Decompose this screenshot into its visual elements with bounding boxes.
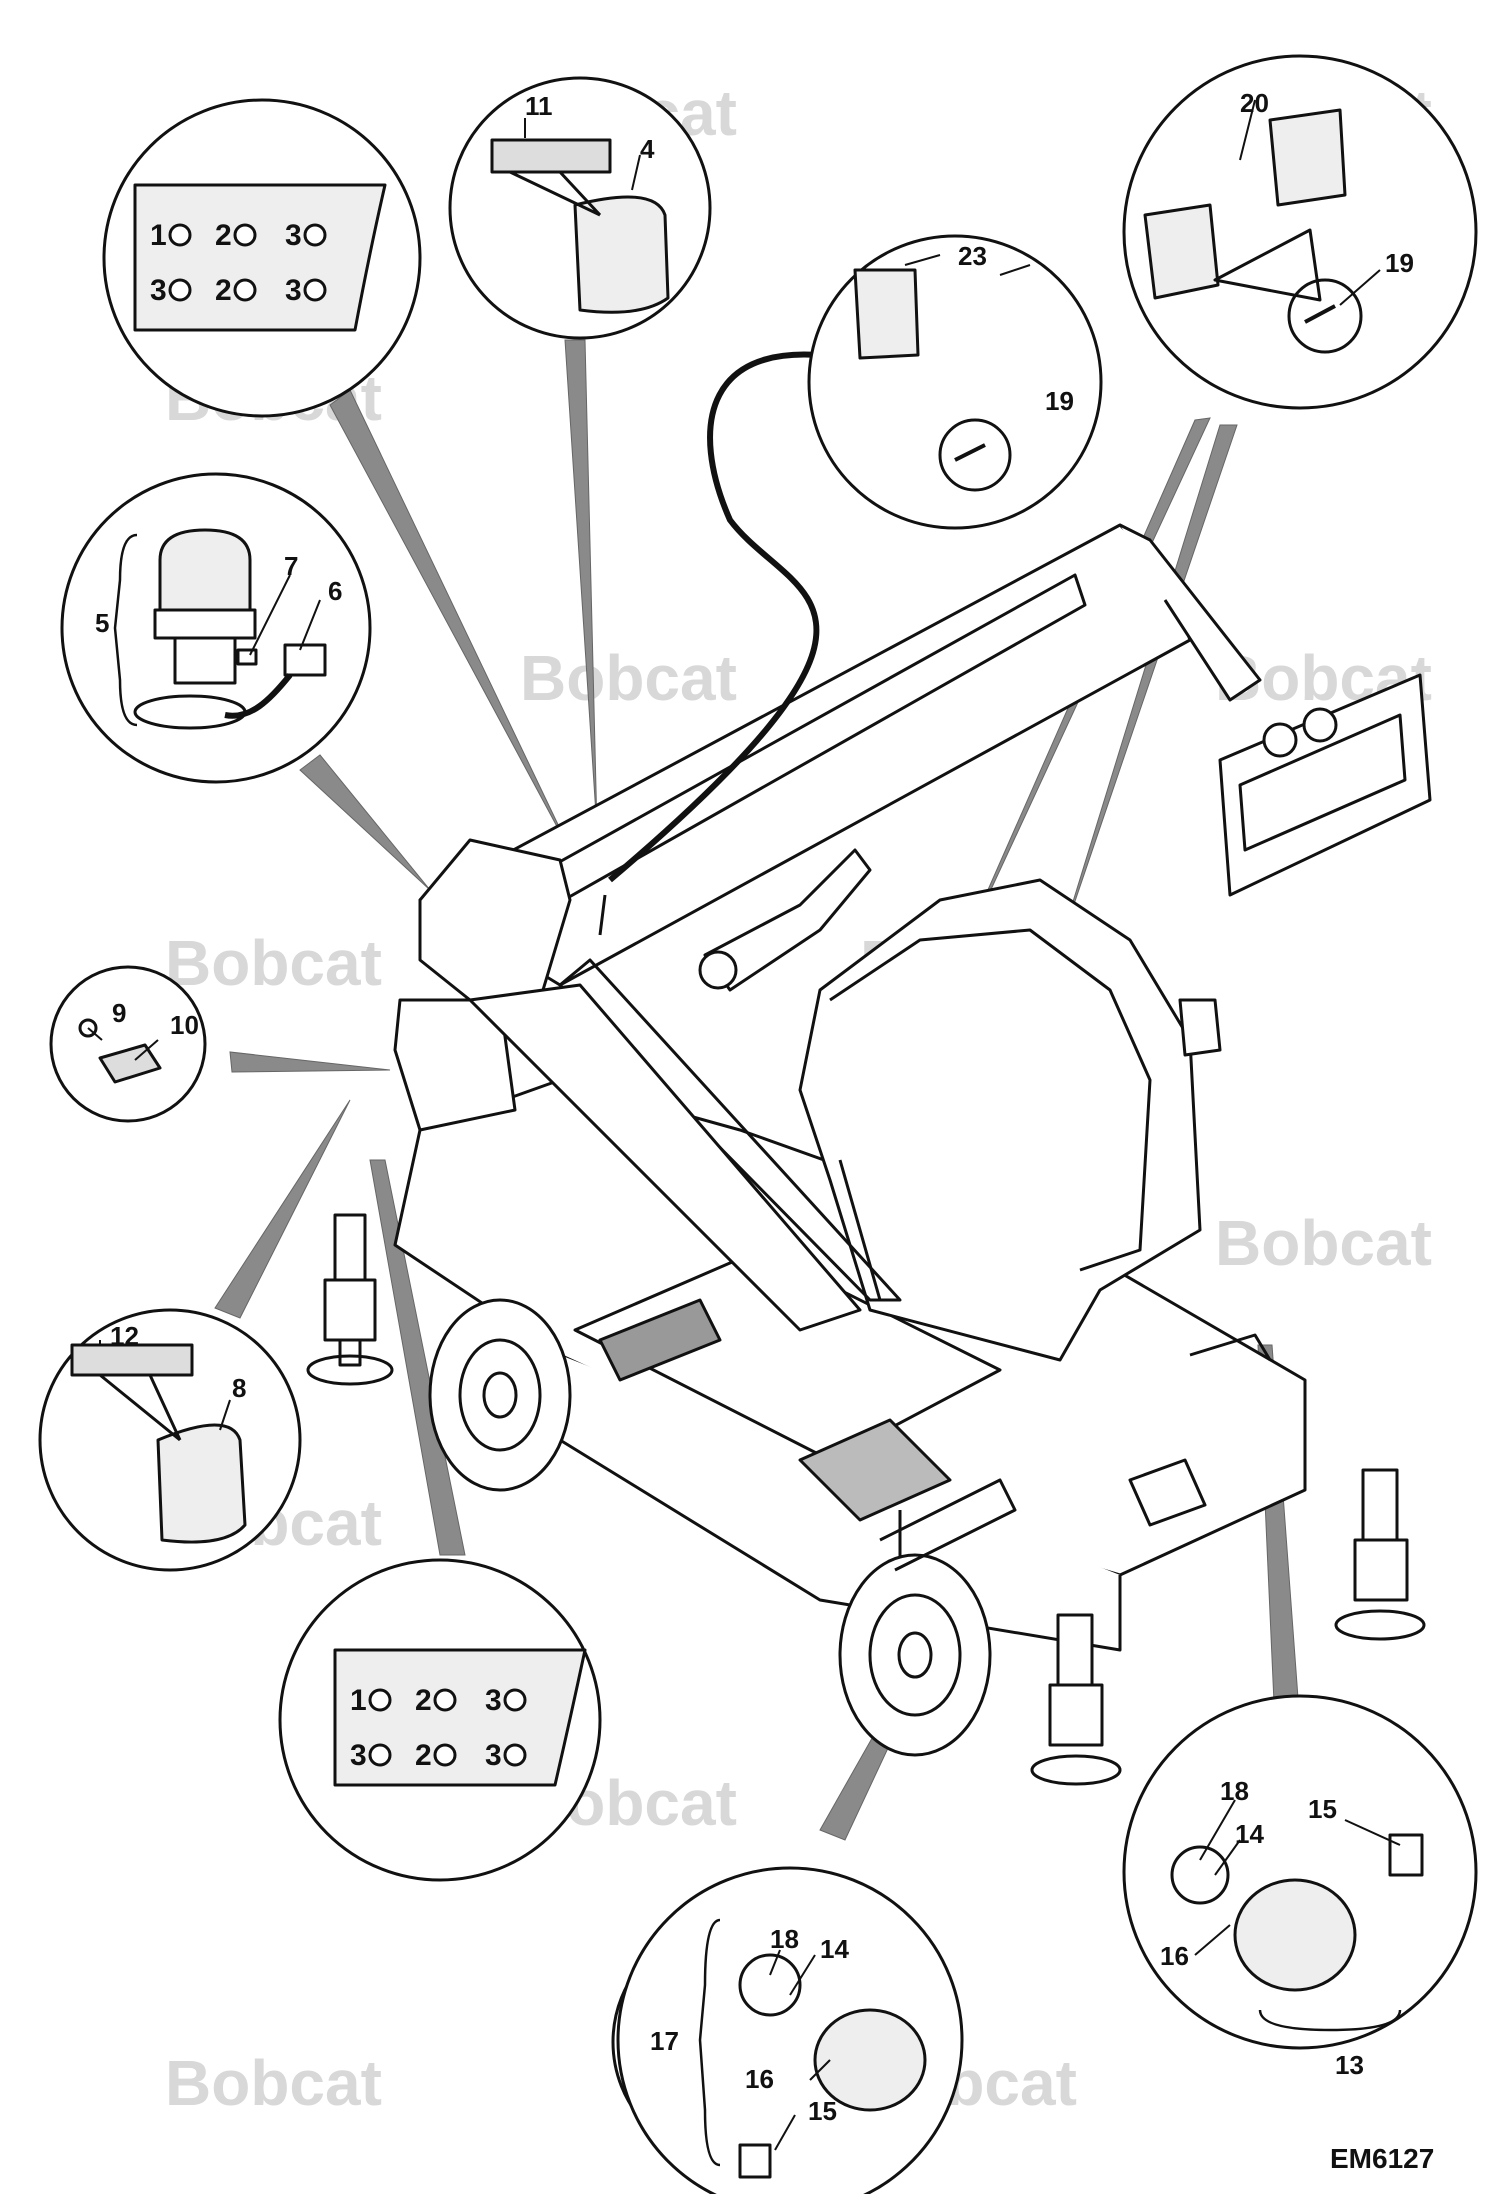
connector-pins-top: 1 2 3 3 2 3 (150, 219, 327, 307)
tail-light-right (1233, 1878, 1357, 1992)
pin-label: 3 (285, 219, 302, 252)
pin-label: 3 (350, 1739, 367, 1772)
handrail (879, 1478, 1017, 1572)
stabilizer-rear-right (1361, 1468, 1399, 1542)
pin-label: 2 (215, 219, 232, 252)
callout-6: 6 (328, 576, 342, 606)
beacon-mount (133, 694, 247, 730)
detail-tail-light-right (1122, 1694, 1478, 2050)
callout-4: 4 (640, 134, 655, 164)
callout-20: 20 (1240, 88, 1269, 118)
bracket-15a (738, 2143, 772, 2179)
callout-9: 9 (112, 998, 126, 1028)
callout-18: 18 (1220, 1776, 1249, 1806)
bulb-14b (1170, 1845, 1230, 1905)
stabilizer-rear-left (1056, 1613, 1094, 1687)
pin-label: 1 (150, 219, 167, 252)
work-light (853, 268, 920, 360)
side-lamp-bottom (156, 1423, 247, 1544)
callout-16: 16 (1160, 1941, 1189, 1971)
callout-16: 16 (745, 2064, 774, 2094)
carriage (1218, 673, 1432, 897)
callout-5: 5 (95, 608, 109, 638)
callout-18: 18 (770, 1924, 799, 1954)
detail-work-lights-pair (1122, 54, 1478, 410)
callout-17: 17 (650, 2026, 679, 2056)
beacon-plug (283, 643, 327, 677)
bulb-19a (938, 418, 1012, 492)
callout-19: 19 (1045, 386, 1074, 416)
connector-pins-bottom: 1 2 3 3 2 3 (350, 1684, 527, 1772)
boom-pivot (418, 838, 572, 1002)
beacon-dome (158, 528, 252, 612)
figure-code: EM6127 (1330, 2143, 1434, 2174)
leader-side-lamp-bottom (214, 1099, 351, 1319)
callout-14: 14 (1235, 1819, 1264, 1849)
brace-13 (1258, 2009, 1402, 2032)
callouts: 4 5 6 7 8 9 10 11 12 13 14 14 15 15 16 1… (95, 88, 1414, 2126)
boom-head (1119, 523, 1262, 702)
tail-light-left (813, 2008, 927, 2112)
hatch (1128, 1458, 1207, 1527)
leader-connector-top (329, 389, 576, 861)
telehandler-machine (306, 351, 1432, 1786)
bracket-15b (1388, 1833, 1424, 1877)
pin-label: 1 (350, 1684, 367, 1717)
watermark-text: Bobcat (165, 927, 382, 999)
leader-side-lamp-top (564, 339, 598, 831)
pin-label: 3 (150, 274, 167, 307)
leader-work-lights-2 (1054, 424, 1238, 961)
connector-block-bottom (333, 1648, 587, 1787)
pin-label: 2 (215, 274, 232, 307)
pin-label: 2 (415, 1684, 432, 1717)
reflector-strip-bottom (70, 1343, 194, 1377)
leader-connector-bottom (369, 1159, 466, 1556)
work-light-a (1143, 203, 1220, 300)
bulb-14a (738, 1953, 802, 2017)
cable (608, 351, 856, 883)
watermark-text: Bobcat (165, 2047, 382, 2119)
reflector-strip-top (490, 138, 612, 174)
vent (598, 1298, 722, 1382)
side-lamp-top (573, 195, 670, 314)
callout-8: 8 (232, 1373, 246, 1403)
callout-23: 23 (958, 241, 987, 271)
watermark-text: Bobcat (1215, 1207, 1432, 1279)
deck-panel (573, 1248, 1002, 1462)
detail-plug (49, 965, 207, 1123)
callout-10: 10 (170, 1010, 199, 1040)
callout-11: 11 (525, 91, 553, 121)
brace-17 (698, 1918, 721, 2167)
plug-connector (98, 1043, 162, 1084)
stabilizer-front-left (333, 1213, 367, 1287)
callout-12: 12 (110, 1321, 139, 1351)
callout-7: 7 (284, 551, 298, 581)
bulb-19b (1287, 278, 1363, 354)
pin-label: 3 (485, 1684, 502, 1717)
callout-leaders (87, 99, 1401, 2151)
beacon-base (153, 608, 257, 640)
callout-19: 19 (1385, 248, 1414, 278)
callout-15: 15 (1308, 1794, 1337, 1824)
work-light-b (1268, 108, 1347, 207)
callout-15: 15 (808, 2096, 837, 2126)
pin-label: 2 (415, 1739, 432, 1772)
lift-cylinder (703, 848, 872, 992)
beacon-bulb (236, 648, 258, 666)
pin-label: 3 (285, 274, 302, 307)
leader-beacon (299, 754, 431, 891)
mirror (1178, 998, 1222, 1057)
callout-14: 14 (820, 1934, 849, 1964)
leader-plug (229, 1051, 391, 1073)
connector-block-top (133, 183, 387, 332)
watermark-text: Bobcat (520, 642, 737, 714)
callout-13: 13 (1335, 2050, 1364, 2080)
brace-5 (113, 533, 138, 727)
frame-rail (468, 983, 862, 1332)
pin-label: 3 (485, 1739, 502, 1772)
grille (798, 1418, 952, 1522)
cab (798, 878, 1202, 1362)
